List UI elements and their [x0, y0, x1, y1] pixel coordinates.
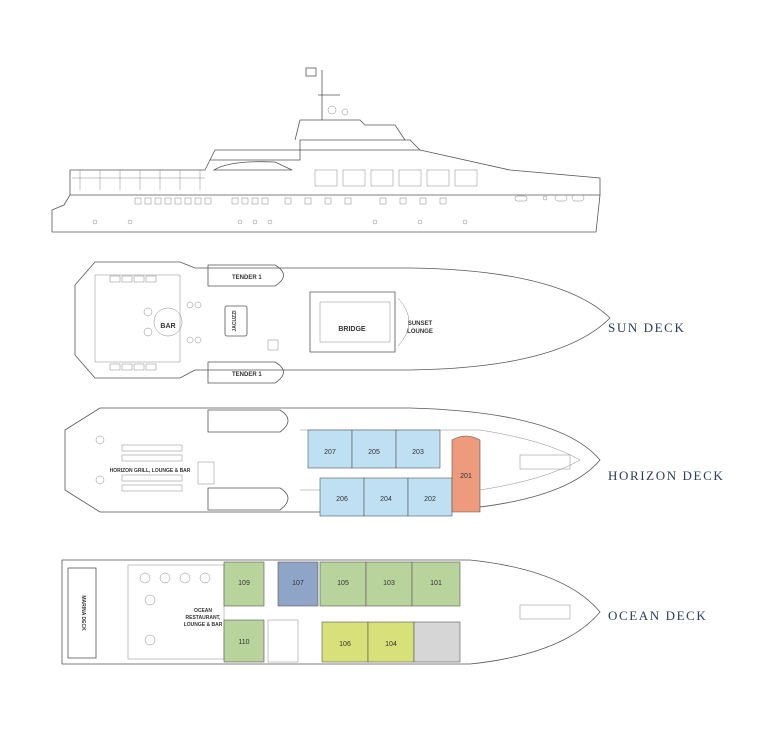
svg-text:206: 206 — [336, 496, 348, 503]
cabin-103 — [365, 561, 413, 607]
svg-text:HORIZON GRILL, LOUNGE & BAR: HORIZON GRILL, LOUNGE & BAR — [110, 468, 191, 474]
svg-text:JACUZZI: JACUZZI — [232, 310, 238, 332]
tender-top: TENDER 1 — [207, 264, 284, 287]
svg-text:106: 106 — [339, 641, 351, 648]
horizon-suite-201: 201 — [451, 435, 481, 513]
svg-text:TENDER 1: TENDER 1 — [232, 372, 262, 378]
svg-text:BRIDGE: BRIDGE — [338, 326, 366, 333]
cabin-109 — [223, 561, 265, 607]
ship-side-profile — [51, 67, 601, 233]
ocean-restaurant: OCEAN RESTAURANT, LOUNGE & BAR — [127, 564, 225, 660]
svg-text:202: 202 — [424, 496, 436, 503]
horizon-cabins-bottom: 206 204 202 — [319, 477, 453, 517]
ocean-deck-label: OCEAN DECK — [608, 608, 707, 623]
horizon-tender-bottom — [207, 487, 289, 511]
cabin-105 — [319, 561, 367, 607]
ocean-cabins-top: 109 107 105 103 101 — [223, 561, 461, 607]
svg-text:105: 105 — [337, 580, 349, 587]
svg-text:101: 101 — [430, 580, 442, 587]
svg-text:201: 201 — [460, 473, 472, 480]
cabin-101 — [411, 561, 461, 607]
sun-deck-label: SUN DECK — [608, 320, 685, 335]
svg-text:LOUNGE & BAR: LOUNGE & BAR — [184, 622, 223, 628]
jacuzzi: JACUZZI — [224, 305, 248, 337]
cabin-107 — [277, 561, 319, 607]
cabin-204 — [363, 477, 409, 517]
svg-text:110: 110 — [238, 639, 249, 646]
marina-deck: MARINA DECK — [67, 567, 97, 659]
cabin-104 — [367, 621, 415, 663]
cabin-203 — [395, 429, 441, 469]
svg-text:107: 107 — [292, 580, 304, 587]
ocean-cabins-bottom: 110 106 104 — [223, 619, 461, 663]
horizon-tender-top — [207, 409, 289, 433]
sun-deck-plan: TENDER 1 TENDER 1 BAR JACUZZI — [74, 261, 611, 384]
horizon-deck-plan: HORIZON GRILL, LOUNGE & BAR 207 205 203 … — [64, 407, 601, 517]
svg-text:MARINA DECK: MARINA DECK — [80, 595, 86, 631]
cabin-106 — [321, 621, 369, 663]
svg-text:205: 205 — [368, 449, 380, 456]
sunset-lounge: SUNSET LOUNGE — [397, 297, 433, 347]
svg-text:TENDER 1: TENDER 1 — [232, 275, 262, 281]
svg-text:SUNSET: SUNSET — [408, 321, 433, 327]
svg-text:RESTAURANT,: RESTAURANT, — [186, 615, 222, 621]
cabin-102-grey — [413, 621, 461, 663]
svg-text:109: 109 — [238, 580, 250, 587]
bridge: BRIDGE — [309, 291, 396, 353]
svg-text:LOUNGE: LOUNGE — [407, 329, 433, 335]
horizon-deck-label: HORIZON DECK — [608, 468, 724, 483]
svg-text:104: 104 — [385, 641, 397, 648]
cabin-205 — [351, 429, 397, 469]
cabin-110 — [223, 619, 265, 663]
svg-text:BAR: BAR — [160, 323, 175, 330]
ocean-deck-plan: MARINA DECK OCEAN RESTAURANT, LOUNGE & B… — [61, 559, 601, 665]
cabin-207 — [307, 429, 353, 469]
svg-text:OCEAN: OCEAN — [194, 608, 212, 614]
svg-text:207: 207 — [324, 449, 336, 456]
cabin-206 — [319, 477, 365, 517]
porthole-row — [92, 197, 468, 225]
horizon-cabins-top: 207 205 203 — [307, 429, 441, 469]
svg-text:103: 103 — [383, 580, 395, 587]
svg-text:203: 203 — [412, 449, 424, 456]
sun-bar: BAR — [143, 301, 202, 344]
tender-bottom: TENDER 1 — [207, 361, 284, 384]
svg-text:204: 204 — [380, 496, 392, 503]
